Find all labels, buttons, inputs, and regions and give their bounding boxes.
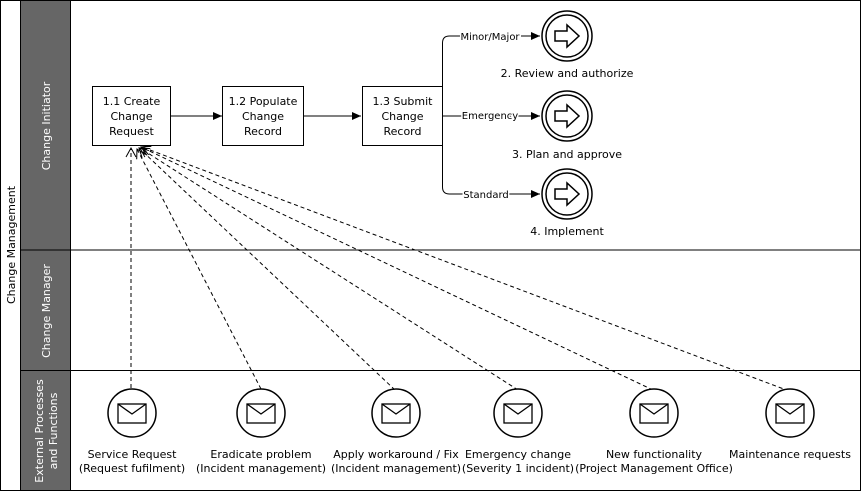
task-populate-change-record: 1.2 Populate Change Record — [222, 86, 304, 146]
task-label-line: 1.1 Create — [103, 95, 161, 108]
message-caption-line: Service Request — [88, 448, 178, 461]
envelope-icon — [117, 403, 147, 424]
task-label-line: Request — [109, 125, 154, 138]
task-label-line: 1.2 Populate — [229, 95, 298, 108]
lane-label: Change Initiator — [40, 81, 53, 170]
envelope-icon — [381, 403, 411, 424]
event-caption: 2. Review and authorize — [501, 67, 634, 80]
message-event-new-functionality: New functionality (Project Management Of… — [575, 388, 733, 475]
envelope-icon — [246, 403, 276, 424]
message-caption-line: New functionality — [606, 448, 703, 461]
end-event-plan-approve: 3. Plan and approve — [512, 90, 622, 161]
lane-header — [20, 370, 71, 491]
message-caption-line: (Request fufilment) — [79, 462, 185, 475]
task-create-change-request: 1.1 Create Change Request — [92, 86, 171, 146]
task-box — [362, 86, 443, 146]
message-flow-maintenance — [141, 145, 790, 392]
event-inner-circle — [545, 94, 589, 138]
lane-header — [20, 249, 71, 371]
envelope-icon — [639, 403, 669, 424]
lane-label-line-2: and Functions — [47, 392, 60, 469]
message-flows — [125, 145, 790, 392]
arrow-right-icon — [554, 23, 581, 49]
message-caption-line: Emergency change — [465, 448, 571, 461]
message-flow-apply-workaround — [138, 147, 396, 391]
sequence-flows — [170, 32, 540, 198]
message-caption-line: Eradicate problem — [210, 448, 311, 461]
task-box — [92, 86, 171, 146]
edge-label-emergency: Emergency — [462, 111, 518, 122]
task-label-line: Change — [110, 110, 152, 123]
envelope-icon — [503, 403, 533, 424]
message-event-eradicate-problem: Eradicate problem (Incident management) — [196, 388, 326, 475]
event-inner-circle — [545, 172, 589, 216]
message-caption-line: (Incident management) — [331, 462, 461, 475]
lane-external-processes: External Processes and Functions — [20, 370, 861, 491]
flow-to-implement — [442, 116, 540, 198]
pool-label: Change Management — [5, 185, 18, 304]
task-label-line: 1.3 Submit — [372, 95, 433, 108]
arrow-right-icon — [554, 103, 581, 129]
task-submit-change-record: 1.3 Submit Change Record — [362, 86, 443, 146]
flow-to-review — [442, 32, 540, 116]
task-box — [222, 86, 304, 146]
message-caption-line: (Incident management) — [196, 462, 326, 475]
task-label-line: Record — [244, 125, 282, 138]
lane-label: Change Manager — [40, 264, 53, 358]
edge-label-minor-major: Minor/Major — [460, 32, 520, 43]
arrow-right-icon — [554, 181, 581, 207]
message-event-apply-workaround: Apply workaround / Fix (Incident managem… — [331, 388, 461, 475]
edge-label-standard: Standard — [463, 190, 509, 201]
task-label-line: Change — [242, 110, 284, 123]
message-caption-line: (Project Management Office) — [575, 462, 733, 475]
message-flow-emergency-change — [139, 147, 519, 391]
event-caption: 3. Plan and approve — [512, 148, 622, 161]
message-flow-new-functionality — [140, 145, 654, 391]
end-event-implement: 4. Implement — [530, 168, 604, 238]
event-inner-circle — [545, 14, 589, 58]
task-label-line: Record — [383, 125, 421, 138]
end-event-review-authorize: 2. Review and authorize — [501, 10, 634, 80]
envelope-icon — [775, 403, 805, 424]
message-caption-line: Maintenance requests — [729, 448, 851, 461]
message-event-emergency-change: Emergency change (Severity 1 incident) — [462, 388, 574, 475]
event-caption: 4. Implement — [530, 225, 604, 238]
task-label-line: Change — [381, 110, 423, 123]
message-flow-eradicate-problem — [136, 148, 262, 390]
message-event-service-request: Service Request (Request fufilment) — [79, 388, 185, 475]
lane-label-line-1: External Processes — [33, 379, 46, 483]
message-caption-line: (Severity 1 incident) — [462, 462, 574, 475]
message-event-maintenance-requests: Maintenance requests — [729, 388, 851, 461]
message-caption-line: Apply workaround / Fix — [333, 448, 459, 461]
